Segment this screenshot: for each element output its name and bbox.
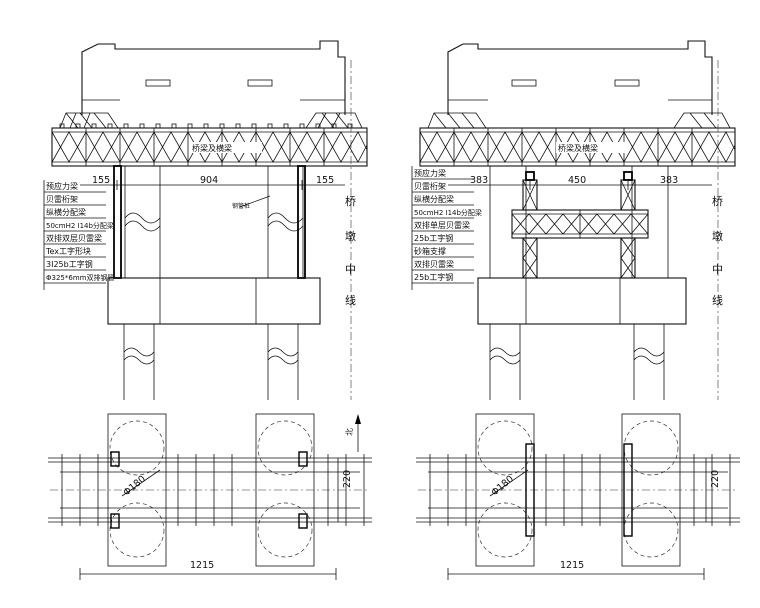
left-pipe-pile-2 — [297, 165, 306, 279]
right-pile-cap — [477, 277, 687, 325]
right-beam-label: 桥梁及横梁 — [558, 143, 598, 153]
right-plan-dia: Φ180 — [489, 474, 516, 499]
left-plan: Φ180 220 北 1215 — [48, 413, 372, 580]
left-bailey-truss — [51, 127, 368, 167]
left-label-1: 预应力梁 — [46, 181, 78, 191]
right-label-1: 预应力梁 — [414, 168, 446, 178]
left-beam-label: 桥梁及横梁 — [192, 143, 232, 153]
left-pier-columns — [124, 166, 304, 278]
left-label-3: 纵横分配梁 — [46, 207, 86, 217]
right-end-truss-left — [427, 112, 487, 129]
left-break-2 — [267, 212, 304, 232]
left-bottom-dim: 1215 — [190, 560, 214, 571]
left-plan-width: 220 — [342, 470, 353, 488]
left-plan-dia: Φ180 — [121, 474, 148, 499]
north-label: 北 — [345, 428, 354, 436]
left-deck-bump-1 — [145, 79, 171, 87]
left-note-leader — [239, 195, 271, 208]
right-vert-2: 墩 — [712, 229, 723, 243]
left-label-2: 贝雷桁架 — [46, 194, 78, 204]
right-plan: Φ180 220 1215 — [416, 413, 740, 580]
left-note: 钢管桩 — [232, 202, 250, 210]
right-label-6: 25b工字钢 — [414, 233, 453, 243]
north-arrow-head — [355, 414, 361, 424]
left-vert-1: 桥 — [345, 195, 356, 208]
right-dim-a: 383 — [470, 175, 488, 186]
right-box-girder — [447, 40, 713, 115]
right-label-9: 25b工字钢 — [414, 272, 453, 282]
right-pier-columns — [489, 166, 669, 278]
right-vert-4: 线 — [712, 293, 723, 307]
right-elevation: 桥梁及横梁 383 450 383 — [411, 40, 736, 400]
left-end-truss-right — [305, 112, 363, 129]
left-elevation: 桥梁及横梁 155 904 155 钢管桩 — [43, 40, 368, 400]
right-bailey-truss — [419, 127, 736, 167]
left-label-4: 50cmH2 I14b分配梁 — [46, 221, 114, 230]
left-break-1 — [124, 212, 161, 232]
left-label-stack: 预应力梁 贝雷桁架 纵横分配梁 50cmH2 I14b分配梁 双排双层贝雷梁 T… — [43, 180, 114, 290]
left-vert-2: 墩 — [345, 229, 356, 243]
right-tower-bot-1 — [522, 237, 538, 279]
left-pipe-pile-1 — [113, 165, 122, 279]
left-label-6: Tex工字形块 — [45, 246, 91, 256]
right-vert-1: 桥 — [712, 195, 723, 208]
right-tower-bot-2 — [620, 237, 636, 279]
left-pile-cap — [107, 277, 321, 325]
left-label-5: 双排双层贝雷梁 — [46, 233, 102, 243]
right-label-stack: 预应力梁 贝雷桁架 纵横分配梁 50cmH2 I14b分配梁 双排单层贝雷梁 2… — [411, 166, 482, 290]
right-label-8: 双排贝雷梁 — [414, 259, 454, 269]
right-dim-c: 383 — [660, 175, 678, 186]
right-bottom-dim: 1215 — [560, 560, 584, 571]
right-dim-b: 450 — [568, 175, 586, 186]
right-label-3: 纵横分配梁 — [414, 194, 454, 204]
left-vert-4: 线 — [345, 293, 356, 307]
right-end-truss-right — [673, 112, 731, 129]
left-box-girder — [81, 40, 346, 115]
left-dim-b: 904 — [200, 175, 218, 186]
right-label-4: 50cmH2 I14b分配梁 — [414, 208, 482, 217]
right-label-7: 砂箱支撑 — [414, 246, 446, 256]
left-label-7: 3I25b工字钢 — [46, 259, 93, 269]
right-label-5: 双排单层贝雷梁 — [414, 220, 470, 230]
right-label-2: 贝雷桁架 — [414, 181, 446, 191]
left-dim-a: 155 — [92, 175, 110, 186]
right-plan-width: 220 — [710, 470, 721, 488]
left-end-truss-left — [59, 112, 119, 129]
left-label-8: Φ325*6mm双排钢管 — [46, 273, 114, 282]
left-vert-3: 中 — [345, 263, 356, 276]
left-dim-c: 155 — [316, 175, 334, 186]
left-bored-piles — [123, 324, 299, 400]
left-deck-bump-2 — [247, 79, 273, 87]
right-vert-3: 中 — [712, 263, 723, 276]
